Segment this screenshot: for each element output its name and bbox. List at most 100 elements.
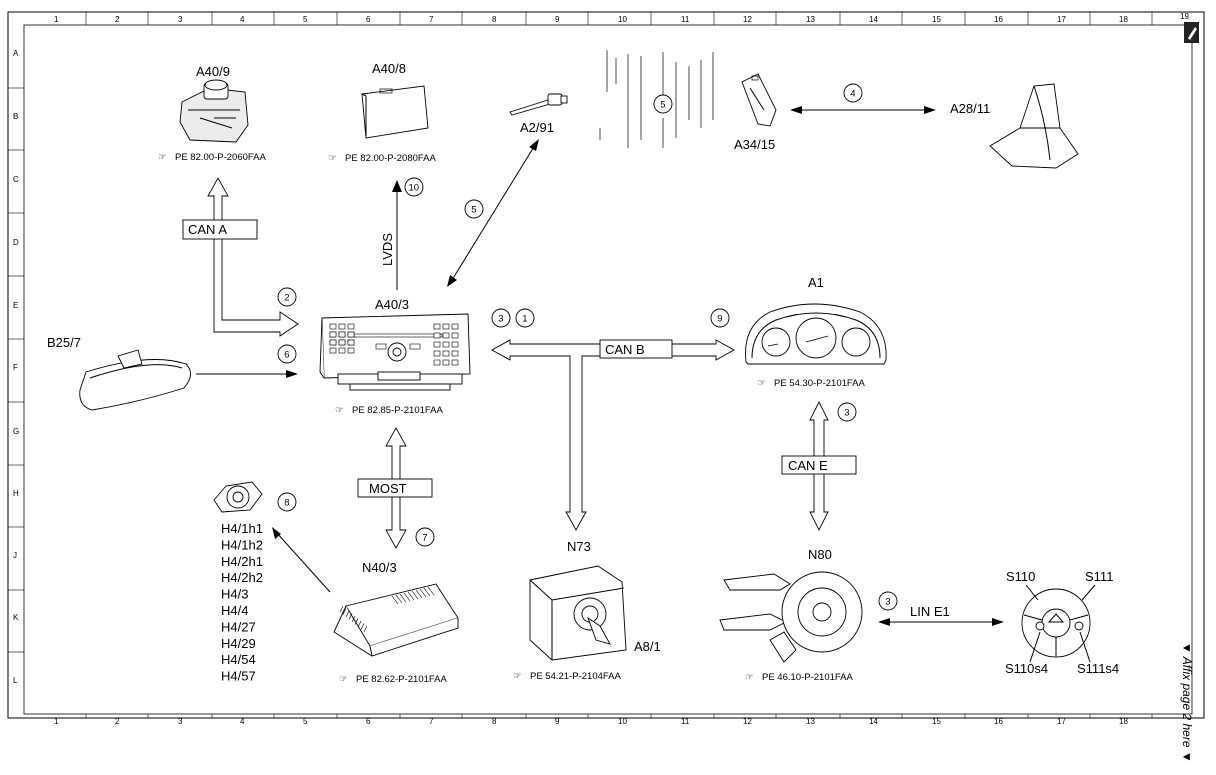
column-number: 4 <box>240 717 245 726</box>
lvds-line <box>392 180 402 290</box>
column-number: 4 <box>240 15 245 24</box>
svg-text:☞: ☞ <box>339 674 348 685</box>
b25-7-link <box>196 370 298 378</box>
b25-7-label: B25/7 <box>47 335 81 350</box>
row-letter: C <box>13 175 19 184</box>
s110-leader <box>1025 584 1039 601</box>
n40-3-component <box>333 583 459 657</box>
n40-3-ref: ☞ PE 82.62-P-2101FAA <box>339 674 447 685</box>
column-number: 1 <box>54 15 59 24</box>
row-letter: H <box>13 489 19 498</box>
a1-ref: ☞ PE 54.30-P-2101FAA <box>757 378 865 389</box>
speaker-label: H4/27 <box>221 619 256 634</box>
row-letter: B <box>13 112 18 121</box>
callout-marker-m3a: 3 <box>491 308 511 328</box>
page-icon[interactable] <box>1184 22 1199 43</box>
column-number: 15 <box>932 717 941 726</box>
callout-marker-m3b: 3 <box>837 402 857 422</box>
svg-text:PE 54.30-P-2101FAA: PE 54.30-P-2101FAA <box>774 378 865 389</box>
can-a-bus <box>207 177 299 337</box>
a28-11-label: A28/11 <box>950 101 990 116</box>
callout-marker-m5b: 5 <box>464 199 484 219</box>
column-number: 9 <box>555 717 560 726</box>
most-label-box: MOST <box>357 478 433 498</box>
speaker-component <box>213 481 263 513</box>
column-number: 18 <box>1119 15 1128 24</box>
a34-15-label: A34/15 <box>734 137 775 152</box>
column-number: 3 <box>178 717 183 726</box>
column-number: 2 <box>115 15 120 24</box>
callout-marker-m8: 8 <box>277 492 297 512</box>
column-number: 5 <box>303 717 308 726</box>
column-number: 10 <box>618 15 627 24</box>
n80-component <box>719 571 863 663</box>
a28-11-component <box>989 83 1079 169</box>
callout-marker-m10: 10 <box>404 177 424 197</box>
svg-text:1: 1 <box>522 314 527 325</box>
n73-label: N73 <box>567 539 591 554</box>
a34-15-component <box>741 73 777 127</box>
column-number: 12 <box>743 15 752 24</box>
n80-ref: ☞ PE 46.10-P-2101FAA <box>745 672 853 683</box>
column-number: 16 <box>994 717 1003 726</box>
svg-text:4: 4 <box>850 89 855 100</box>
a2-91-component <box>509 93 568 116</box>
svg-text:☞: ☞ <box>745 672 754 683</box>
row-letter: F <box>13 363 18 372</box>
can-b-label-box: CAN B <box>599 339 673 359</box>
column-number: 5 <box>303 15 308 24</box>
svg-text:9: 9 <box>717 314 722 325</box>
svg-text:PE 82.00-P-2060FAA: PE 82.00-P-2060FAA <box>175 152 266 163</box>
a40-3-component <box>319 313 471 391</box>
svg-text:CAN B: CAN B <box>605 342 645 357</box>
a2-91-label: A2/91 <box>520 120 554 135</box>
svg-text:7: 7 <box>422 533 427 544</box>
svg-text:3: 3 <box>844 408 849 419</box>
svg-text:10: 10 <box>409 183 420 194</box>
diagram-frame <box>7 11 1205 719</box>
column-number: 14 <box>869 15 878 24</box>
column-number: 1 <box>54 717 59 726</box>
column-number: 9 <box>555 15 560 24</box>
svg-text:MOST: MOST <box>369 481 407 496</box>
row-letter: D <box>13 238 19 247</box>
steering-wheel-component <box>1021 588 1091 658</box>
speaker-label: H4/1h2 <box>221 537 263 552</box>
svg-text:PE 54.21-P-2104FAA: PE 54.21-P-2104FAA <box>530 671 621 682</box>
corner-number: 19 <box>1180 12 1189 21</box>
a1-label: A1 <box>808 275 824 290</box>
svg-text:8: 8 <box>284 498 289 509</box>
a40-9-component <box>179 79 249 143</box>
lin-e1-label: LIN E1 <box>910 604 950 619</box>
a1-component <box>745 303 887 365</box>
column-number: 13 <box>806 15 815 24</box>
column-number: 3 <box>178 15 183 24</box>
speaker-label: H4/2h1 <box>221 554 263 569</box>
column-number: 10 <box>618 717 627 726</box>
row-letter: A <box>13 49 19 58</box>
column-number: 8 <box>492 15 497 24</box>
speaker-list: H4/1h1H4/1h2H4/2h1H4/2h2H4/3H4/4H4/27H4/… <box>221 521 263 684</box>
svg-text:☞: ☞ <box>328 153 337 164</box>
column-number: 7 <box>429 15 434 24</box>
can-b-bus <box>491 339 735 531</box>
a40-8-label: A40/8 <box>372 61 406 76</box>
svg-text:3: 3 <box>498 314 503 325</box>
callout-marker-m1: 1 <box>515 308 535 328</box>
svg-text:2: 2 <box>284 293 289 304</box>
a28-11-link <box>790 106 936 114</box>
a40-9-label: A40/9 <box>196 64 230 79</box>
can-a-label-box: CAN A <box>182 219 258 240</box>
s111-leader <box>1081 584 1096 601</box>
column-number: 12 <box>743 717 752 726</box>
s110s4-label: S110s4 <box>1005 661 1048 676</box>
svg-text:☞: ☞ <box>158 152 167 163</box>
s110s4-leader <box>1029 631 1041 663</box>
column-number: 16 <box>994 15 1003 24</box>
speaker-label: H4/1h1 <box>221 521 263 536</box>
column-number: 14 <box>869 717 878 726</box>
column-number: 13 <box>806 717 815 726</box>
speaker-label: H4/3 <box>221 587 248 602</box>
column-number: 2 <box>115 717 120 726</box>
